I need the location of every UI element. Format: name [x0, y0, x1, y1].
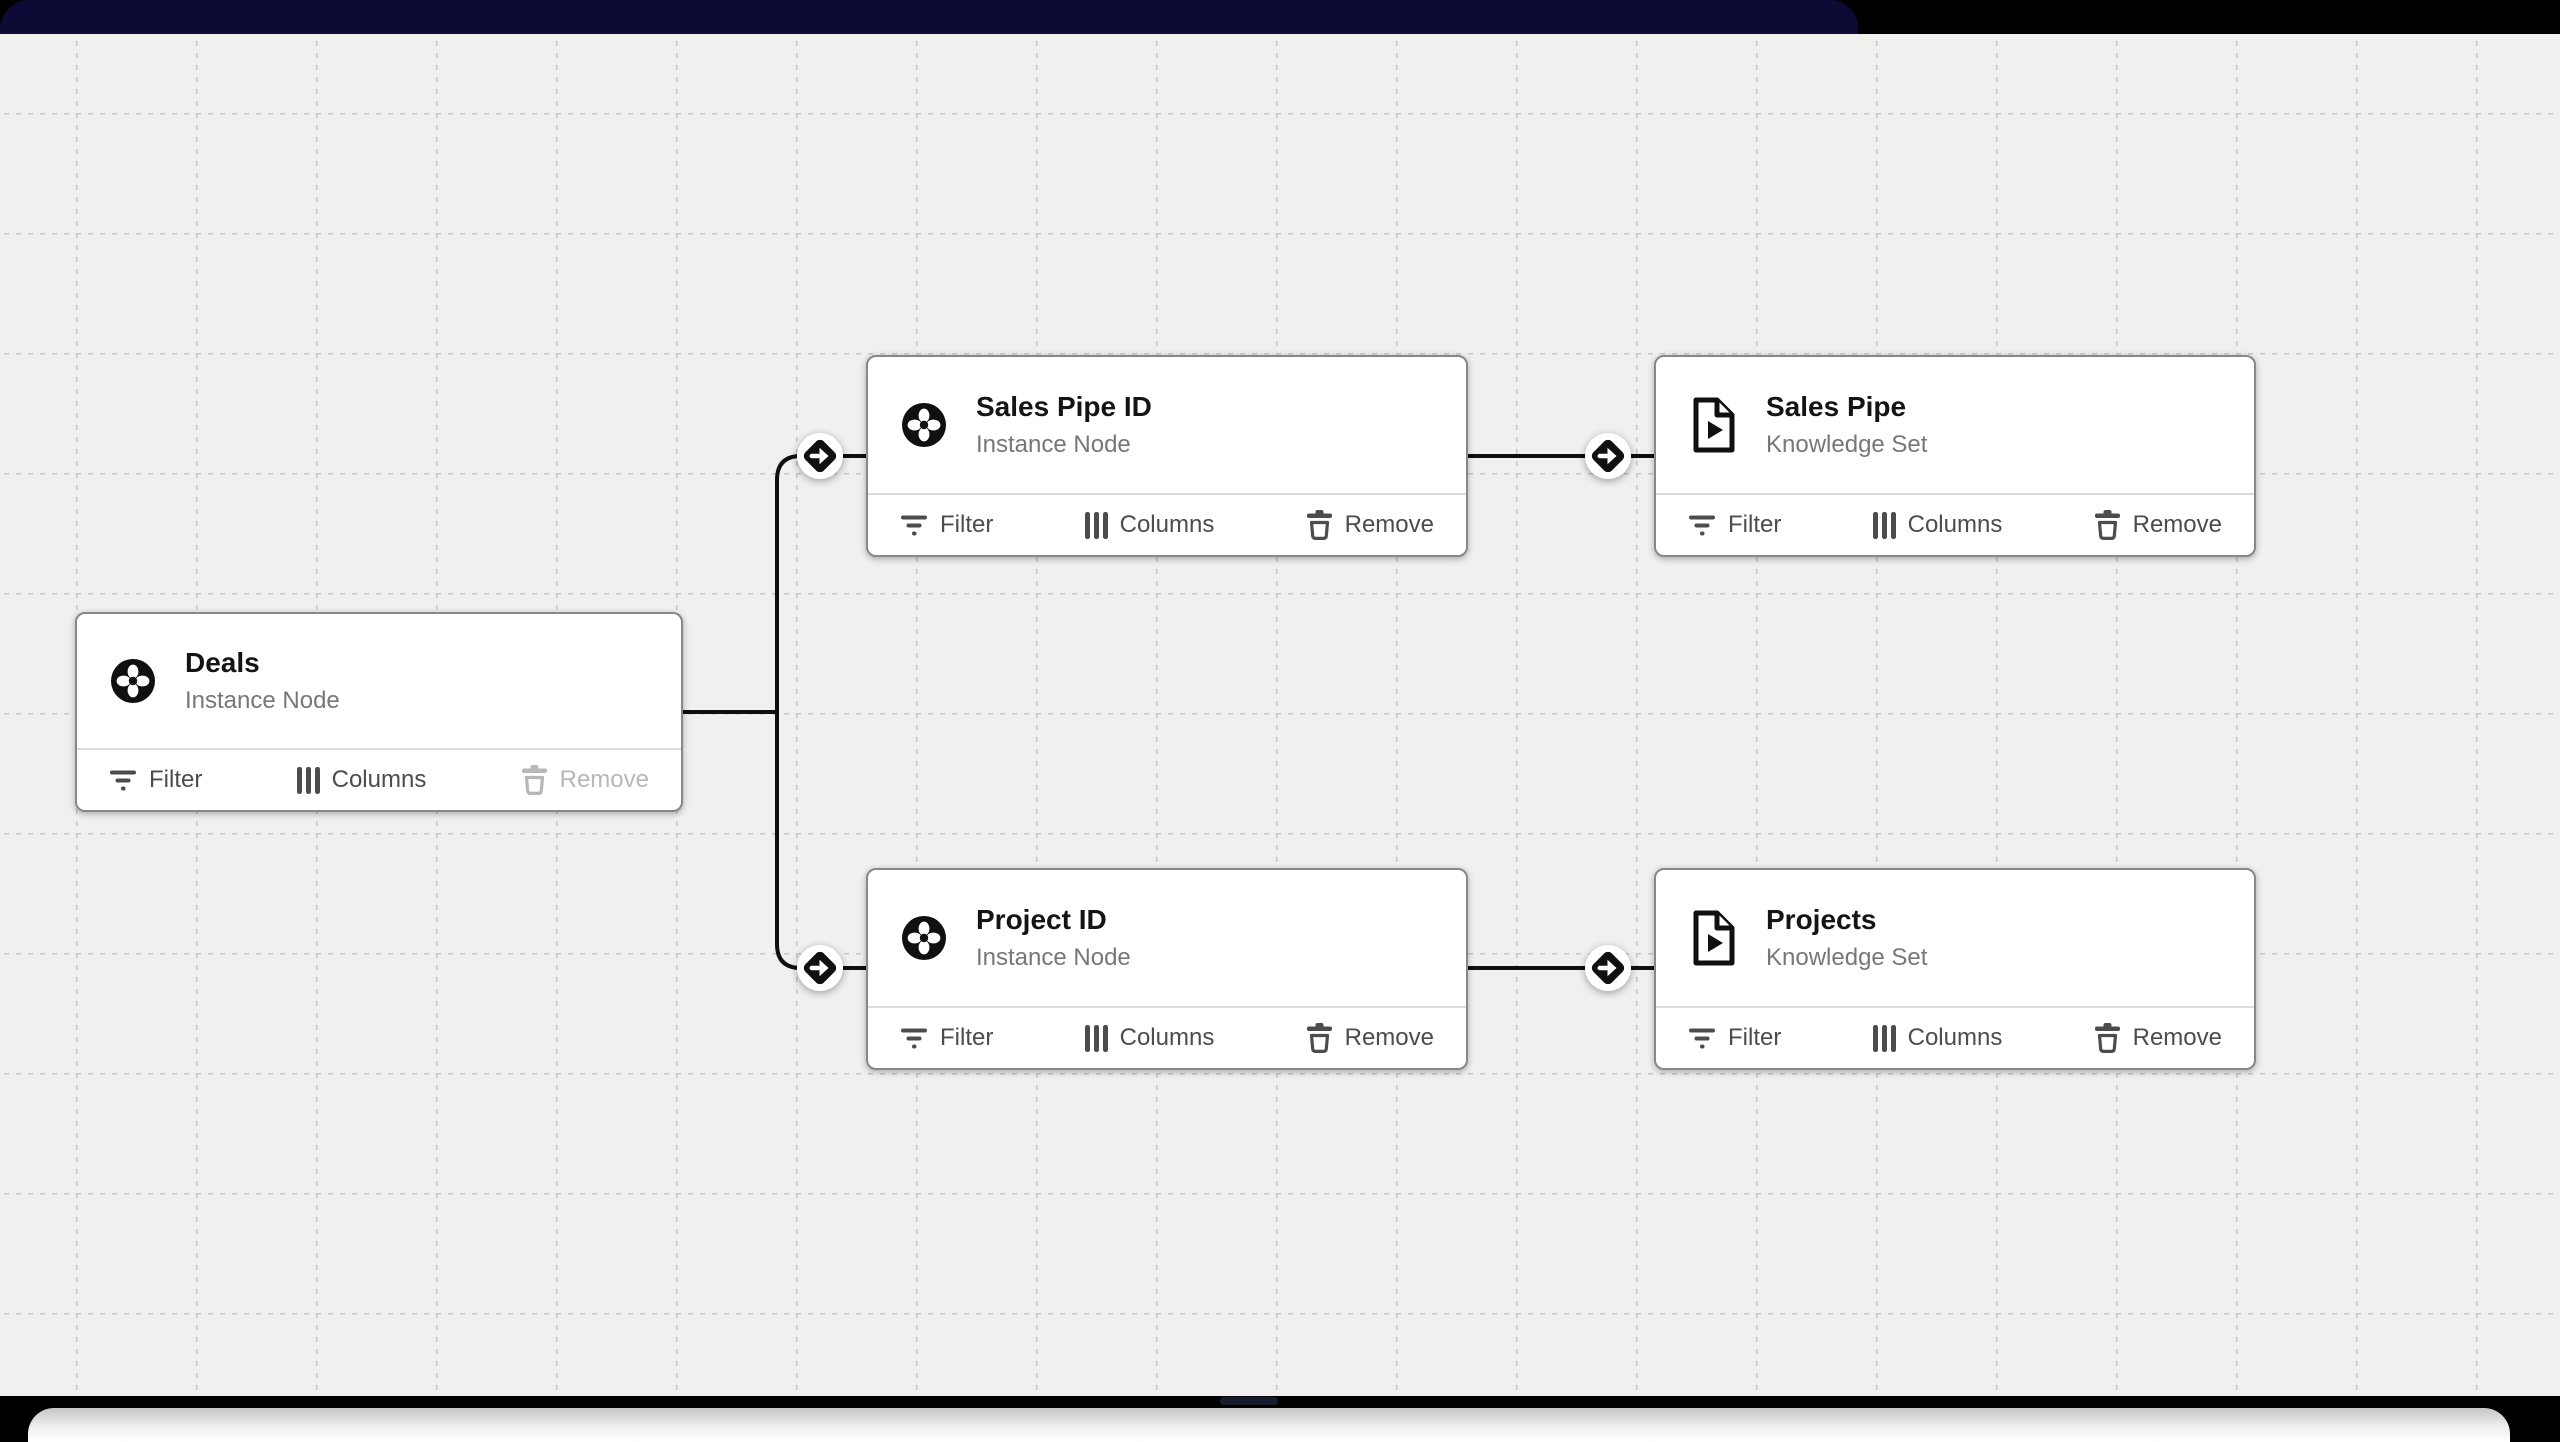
node-title: Project ID	[976, 904, 1107, 936]
filter-label: Filter	[940, 511, 994, 538]
filter-label: Filter	[940, 1024, 994, 1051]
node-card-projects[interactable]: Projects Knowledge Set Filter	[1654, 868, 2256, 1070]
filter-button[interactable]: Filter	[900, 1024, 993, 1052]
node-card-project-id[interactable]: Project ID Instance Node Filter	[866, 868, 1468, 1070]
node-footer: Filter Columns	[1656, 493, 2254, 555]
columns-icon	[1872, 511, 1896, 539]
filter-icon	[900, 1027, 928, 1050]
filter-label: Filter	[149, 766, 203, 793]
remove-label: Remove	[1344, 511, 1434, 538]
node-footer: Filter Columns	[77, 748, 681, 810]
edge-connector-icon[interactable]	[797, 433, 843, 479]
filter-label: Filter	[1728, 1024, 1782, 1051]
bottom-sheet[interactable]	[28, 1408, 2510, 1442]
columns-button[interactable]: Columns	[1872, 1024, 2003, 1052]
node-footer: Filter Columns	[1656, 1006, 2254, 1068]
node-header: Sales Pipe Knowledge Set	[1656, 357, 2254, 493]
filter-button[interactable]: Filter	[1688, 511, 1781, 539]
trash-icon	[1306, 510, 1333, 540]
remove-button[interactable]: Remove	[2094, 510, 2222, 540]
filter-icon	[109, 769, 137, 792]
edge-connector-icon[interactable]	[1585, 433, 1631, 479]
edge-connector-icon[interactable]	[797, 945, 843, 991]
node-title: Sales Pipe ID	[976, 391, 1152, 423]
node-footer: Filter Columns	[868, 1006, 1466, 1068]
filter-button[interactable]: Filter	[900, 511, 993, 539]
instance-node-icon	[111, 659, 155, 703]
node-footer: Filter Columns	[868, 493, 1466, 555]
instance-node-icon	[902, 403, 946, 447]
top-bar	[0, 0, 1858, 34]
columns-label: Columns	[331, 766, 427, 793]
columns-icon	[1084, 511, 1108, 539]
columns-button[interactable]: Columns	[1084, 511, 1215, 539]
node-header: Project ID Instance Node	[868, 870, 1466, 1006]
node-subtitle: Knowledge Set	[1766, 430, 1928, 458]
window-frame-top	[0, 0, 2560, 34]
trash-icon	[2094, 510, 2121, 540]
remove-button: Remove	[521, 765, 649, 795]
node-subtitle: Instance Node	[976, 943, 1131, 971]
node-card-deals[interactable]: Deals Instance Node Filter	[75, 612, 683, 812]
remove-label: Remove	[2132, 511, 2222, 538]
instance-node-icon	[902, 916, 946, 960]
filter-label: Filter	[1728, 511, 1782, 538]
columns-button[interactable]: Columns	[1084, 1024, 1215, 1052]
edge-connector-icon[interactable]	[1585, 945, 1631, 991]
filter-button[interactable]: Filter	[1688, 1024, 1781, 1052]
remove-label: Remove	[1344, 1024, 1434, 1051]
window-frame-bottom	[0, 1396, 2560, 1442]
filter-icon	[1688, 1027, 1716, 1050]
knowledge-set-icon	[1690, 397, 1736, 453]
graph-canvas[interactable]: Deals Instance Node Filter	[0, 34, 2560, 1396]
columns-icon	[1872, 1024, 1896, 1052]
remove-button[interactable]: Remove	[2094, 1023, 2222, 1053]
node-header: Deals Instance Node	[77, 614, 681, 748]
columns-button[interactable]: Columns	[296, 766, 427, 794]
trash-icon	[2094, 1023, 2121, 1053]
filter-button[interactable]: Filter	[109, 766, 202, 794]
filter-icon	[1688, 514, 1716, 537]
remove-label: Remove	[559, 766, 649, 793]
columns-icon	[296, 766, 320, 794]
knowledge-set-icon	[1690, 910, 1736, 966]
trash-icon	[521, 765, 548, 795]
node-subtitle: Instance Node	[976, 430, 1131, 458]
node-title: Projects	[1766, 904, 1877, 936]
node-card-sales-pipe[interactable]: Sales Pipe Knowledge Set Filter	[1654, 355, 2256, 557]
node-card-sales-pipe-id[interactable]: Sales Pipe ID Instance Node Filter	[866, 355, 1468, 557]
drag-handle[interactable]	[1220, 1397, 1278, 1405]
remove-button[interactable]: Remove	[1306, 510, 1434, 540]
node-subtitle: Knowledge Set	[1766, 943, 1928, 971]
trash-icon	[1306, 1023, 1333, 1053]
node-subtitle: Instance Node	[185, 686, 340, 714]
columns-label: Columns	[1119, 1024, 1215, 1051]
node-header: Projects Knowledge Set	[1656, 870, 2254, 1006]
columns-icon	[1084, 1024, 1108, 1052]
node-title: Deals	[185, 647, 260, 679]
node-title: Sales Pipe	[1766, 391, 1907, 423]
columns-label: Columns	[1119, 511, 1215, 538]
columns-button[interactable]: Columns	[1872, 511, 2003, 539]
columns-label: Columns	[1907, 511, 2003, 538]
edge-junction-branches	[775, 454, 866, 970]
filter-icon	[900, 514, 928, 537]
remove-button[interactable]: Remove	[1306, 1023, 1434, 1053]
columns-label: Columns	[1907, 1024, 2003, 1051]
node-header: Sales Pipe ID Instance Node	[868, 357, 1466, 493]
remove-label: Remove	[2132, 1024, 2222, 1051]
